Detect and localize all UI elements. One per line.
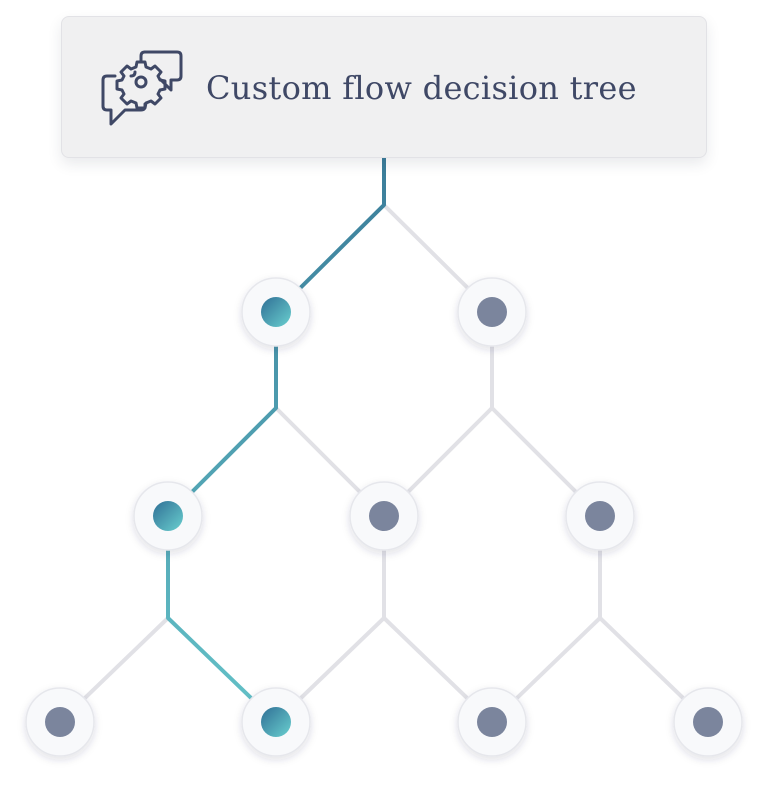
node-l3-1-dot: [261, 707, 291, 737]
node-l2-0-dot: [153, 501, 183, 531]
node-l3-2[interactable]: [457, 687, 527, 757]
node-l3-2-dot: [477, 707, 507, 737]
page-title: Custom flow decision tree: [206, 69, 637, 107]
chat-gear-icon: [101, 50, 183, 126]
node-l2-2-dot: [585, 501, 615, 531]
decision-tree-root-card[interactable]: Custom flow decision tree: [61, 16, 707, 158]
node-l3-0-dot: [45, 707, 75, 737]
edge-l2b-left: [274, 514, 386, 724]
node-l2-0[interactable]: [133, 481, 203, 551]
tree-nodes: [25, 277, 743, 757]
active-path: [166, 148, 386, 724]
node-l1-0-dot: [261, 297, 291, 327]
inactive-edges: [58, 203, 710, 724]
node-l2-2[interactable]: [565, 481, 635, 551]
node-l3-3-dot: [693, 707, 723, 737]
node-l1-1[interactable]: [457, 277, 527, 347]
node-l3-1[interactable]: [241, 687, 311, 757]
edge-l2c-left: [490, 514, 602, 724]
node-l1-0[interactable]: [241, 277, 311, 347]
node-l3-0[interactable]: [25, 687, 95, 757]
node-l3-3[interactable]: [673, 687, 743, 757]
node-l2-1-dot: [369, 501, 399, 531]
node-l2-1[interactable]: [349, 481, 419, 551]
node-l1-1-dot: [477, 297, 507, 327]
